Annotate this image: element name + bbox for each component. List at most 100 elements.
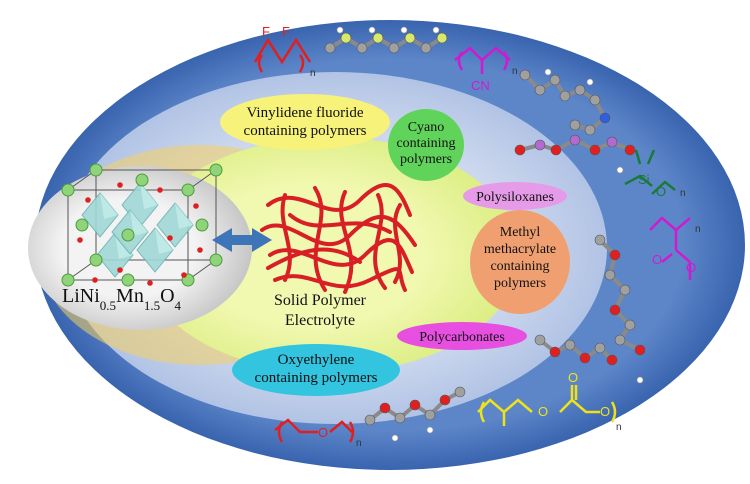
pmma-chain-atom — [604, 269, 616, 281]
siloxane-structure — [624, 149, 676, 195]
siloxane-chain-atom — [550, 144, 562, 156]
h-atom — [544, 68, 552, 76]
li-atom — [195, 218, 209, 232]
pan-cn: CN — [471, 78, 490, 93]
pvdf-f1: F — [262, 24, 270, 39]
h-atom — [586, 78, 594, 86]
siloxane-chain-atom — [589, 144, 601, 156]
pan-chain-atom — [599, 112, 611, 124]
pvdf-chain-atom — [436, 32, 448, 44]
pc-chain-atom — [594, 342, 606, 354]
pvdf-n: n — [310, 68, 316, 79]
bubble-polysiloxanes: Polysiloxanes — [463, 182, 567, 210]
pmma-o1: O — [652, 252, 662, 267]
pan-chain-atom — [519, 69, 531, 81]
pmma-chain-atom — [594, 234, 606, 246]
peo-chain-atom — [439, 394, 451, 406]
pc-n: n — [616, 422, 622, 433]
o-atom — [197, 247, 203, 253]
pvdf-structure — [253, 37, 312, 73]
cathode-formula: LiNi0.5Mn1.5O4 — [62, 285, 182, 313]
h-atom — [636, 376, 644, 384]
h-atom — [616, 166, 624, 174]
li-atom — [209, 253, 223, 267]
pvdf-chain-atom — [372, 32, 384, 44]
o-atom — [147, 280, 153, 286]
svg-text:Oxyethylene: Oxyethylene — [278, 352, 355, 368]
li-atom — [89, 163, 103, 177]
peo-structure — [274, 418, 355, 443]
li-atom — [181, 183, 195, 197]
li-atom — [75, 218, 89, 232]
pan-chain-atom — [589, 94, 601, 106]
octahedron-face — [100, 193, 118, 219]
octahedron-face — [175, 203, 193, 229]
peo-chain-atom — [394, 412, 406, 424]
pvdf-chain-atom — [388, 42, 400, 54]
spe-label-line1: Solid Polymer — [274, 292, 367, 309]
siloxane-o: O — [656, 184, 666, 199]
pan-chain-atom — [574, 84, 586, 96]
svg-text:containing polymers: containing polymers — [244, 123, 367, 139]
pc-chain-atom — [534, 334, 546, 346]
polymer-tangle — [260, 183, 417, 294]
pmma-chain-atom — [619, 284, 631, 296]
li-atom — [121, 273, 135, 287]
h-atom — [391, 434, 399, 442]
pmma-o2: O — [686, 260, 696, 275]
h-atom — [368, 26, 376, 34]
svg-text:containing: containing — [490, 259, 549, 274]
peo-chain-atom — [454, 386, 466, 398]
li-atom — [61, 273, 75, 287]
peo-chain-atom — [379, 402, 391, 414]
pvdf-f2: F — [282, 24, 290, 39]
h-atom — [336, 26, 344, 34]
o-atom — [117, 182, 123, 188]
pan-chain-atom — [584, 124, 596, 136]
svg-text:containing: containing — [396, 136, 455, 151]
pan-n: n — [512, 66, 518, 77]
li-atom — [209, 163, 223, 177]
o-atom — [157, 187, 163, 193]
octahedron-face — [155, 228, 173, 254]
siloxane-n: n — [680, 188, 686, 199]
siloxane-chain-atom — [624, 144, 636, 156]
pc-chain-atom — [606, 354, 618, 366]
pmma-chain-atom — [634, 344, 646, 356]
octahedron-face — [140, 183, 158, 209]
bubble-oxyethylene: Oxyethylene containing polymers — [232, 344, 400, 396]
o-atom — [92, 277, 98, 283]
pvdf-chain-atom — [356, 42, 368, 54]
crystal-structure — [61, 163, 223, 287]
pc-chain-atom — [579, 352, 591, 364]
pc-o2: O — [568, 370, 578, 385]
pan-structure — [454, 46, 511, 74]
spe-label-line2: Electrolyte — [285, 312, 355, 329]
li-atom — [61, 183, 75, 197]
svg-text:Methyl: Methyl — [500, 225, 541, 240]
siloxane-chain-atom — [514, 144, 526, 156]
h-atom — [400, 26, 408, 34]
pan-chain-atom — [559, 90, 571, 102]
peo-chain-atom — [364, 414, 376, 426]
pmma-chain-atom — [624, 319, 636, 331]
li-atom — [135, 173, 149, 187]
li-atom — [121, 228, 135, 242]
siloxane-chain-atom — [606, 136, 618, 148]
inner-ellipse — [140, 137, 520, 373]
pmma-chain-atom — [609, 304, 621, 316]
pc-chain-atom — [549, 346, 561, 358]
o-atom — [77, 237, 83, 243]
svg-text:Vinylidene fluoride: Vinylidene fluoride — [247, 105, 364, 121]
pmma-chain-atom — [609, 249, 621, 261]
siloxane-si: Si — [638, 172, 650, 187]
pan-chain-atom — [549, 74, 561, 86]
pc-chain-atom — [564, 339, 576, 351]
svg-text:polymers: polymers — [400, 152, 452, 167]
o-atom — [167, 235, 173, 241]
pc-o3: O — [600, 404, 610, 419]
o-atom — [117, 267, 123, 273]
bubble-vinylidene-fluoride: Vinylidene fluoride containing polymers — [220, 94, 390, 150]
